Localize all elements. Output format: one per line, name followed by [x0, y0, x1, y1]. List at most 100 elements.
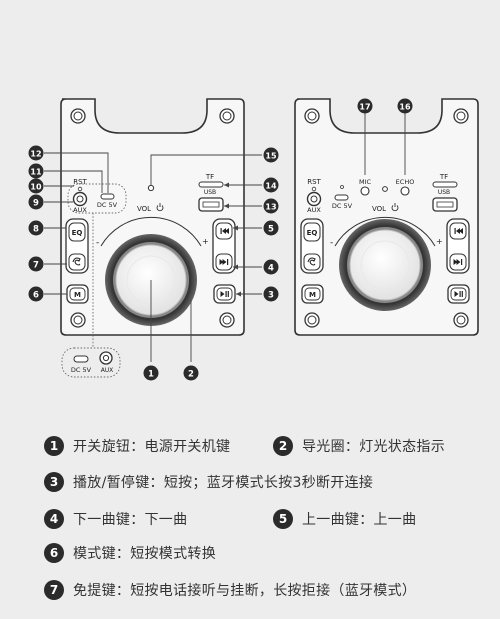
legend-text: 开关旋钮：电源开关机键: [73, 439, 231, 455]
power-icon: [391, 203, 399, 212]
bottom-port-outline: [61, 347, 121, 378]
legend-item-3: 3 播放/暂停键：短按；蓝牙模式长按3秒断开连接: [44, 471, 373, 493]
callout-17: 17: [357, 98, 373, 114]
indicator-led: [147, 184, 155, 192]
mode-button[interactable]: [301, 284, 324, 304]
screw-icon: [304, 312, 320, 328]
callout-lines: [44, 152, 262, 362]
callout-14: 14: [263, 177, 279, 193]
svg-text:10: 10: [30, 183, 42, 192]
legend-badge: 1: [44, 436, 64, 456]
previous-icon: [220, 228, 229, 234]
svg-text:5: 5: [268, 225, 274, 235]
power-knob[interactable]: [349, 229, 421, 301]
dc-label: DC 5V: [332, 202, 353, 210]
legend-text: 播放/暂停键：短按；蓝牙模式长按3秒断开连接: [73, 475, 374, 491]
svg-text:7: 7: [33, 261, 39, 271]
screw-icon: [453, 108, 469, 124]
svg-text:15: 15: [265, 152, 277, 161]
aux-label: AUX: [73, 206, 87, 214]
aux-jack[interactable]: [72, 191, 88, 207]
legend-badge: 5: [273, 509, 293, 529]
aux-jack[interactable]: [306, 191, 322, 207]
eq-button[interactable]: [65, 218, 89, 274]
bottom-port-group: DC 5V AUX: [61, 347, 121, 378]
svg-text:14: 14: [265, 182, 277, 191]
bottom-aux-jack[interactable]: [99, 351, 113, 365]
usb-label: USB: [204, 189, 216, 196]
prev-next-button[interactable]: [446, 218, 470, 274]
legend-badge: 6: [44, 543, 64, 563]
legend-item-6: 6 模式键：短按模式转换: [44, 542, 216, 564]
screw-icon: [304, 108, 320, 124]
callout-9: 9: [28, 194, 44, 210]
callout-6: 6: [28, 286, 44, 302]
tf-label: TF: [439, 173, 448, 181]
left-panel: RST AUX DC 5V TF USB VOL - + EQ: [60, 98, 245, 336]
callout-11: 11: [28, 163, 44, 179]
svg-text:6: 6: [33, 291, 39, 301]
m-label: M: [74, 291, 81, 299]
mode-button[interactable]: [66, 284, 89, 304]
screw-icon: [70, 108, 86, 124]
usb-port[interactable]: [198, 197, 224, 212]
mic-knob[interactable]: [360, 186, 370, 196]
vol-minus: -: [330, 238, 333, 248]
bottom-dc-port[interactable]: [73, 355, 89, 363]
callout-12: 12: [28, 145, 44, 161]
callout-10: 10: [28, 178, 44, 194]
legend-badge: 7: [44, 580, 64, 600]
legend-item-5: 5 上一曲键：上一曲: [273, 508, 416, 530]
tf-slot[interactable]: [198, 181, 224, 188]
next-icon: [453, 259, 463, 265]
vol-plus: +: [202, 237, 209, 246]
prev-next-button[interactable]: [212, 218, 236, 274]
m-label: M: [309, 291, 316, 299]
svg-text:4: 4: [268, 264, 274, 274]
power-icon: [156, 203, 164, 212]
dc-port[interactable]: [334, 194, 349, 201]
volume-arc: [334, 216, 436, 247]
eq-label: EQ: [307, 229, 318, 237]
handsfree-icon: [72, 257, 81, 266]
port-group-outline: [67, 183, 127, 214]
legend-text: 下一曲键：下一曲: [73, 512, 188, 528]
vol-label: VOL: [372, 205, 386, 213]
svg-text:9: 9: [33, 199, 39, 209]
callout-16: 16: [397, 98, 413, 114]
vol-minus: -: [96, 238, 99, 248]
legend-text: 上一曲键：上一曲: [302, 512, 417, 528]
svg-text:16: 16: [399, 103, 411, 112]
callout-arrowheads: [224, 182, 241, 297]
handsfree-icon: [307, 257, 316, 266]
next-icon: [219, 259, 229, 265]
legend-badge: 3: [44, 472, 64, 492]
play-pause-icon: [220, 291, 229, 297]
volume-arc: [100, 216, 202, 247]
dc-port[interactable]: [100, 193, 115, 200]
eq-button[interactable]: [300, 218, 324, 274]
rst-hole[interactable]: [77, 186, 83, 192]
eq-label: EQ: [72, 229, 83, 237]
echo-knob[interactable]: [400, 186, 410, 196]
legend-badge: 2: [273, 436, 293, 456]
svg-text:3: 3: [268, 291, 274, 301]
svg-text:12: 12: [30, 150, 41, 159]
callout-2: 2: [183, 365, 199, 381]
rst-hole[interactable]: [311, 186, 317, 192]
mic-label: MIC: [359, 178, 372, 186]
legend-text: 免提键：短按电话接听与挂断，长按拒接（蓝牙模式）: [73, 583, 417, 599]
tf-slot[interactable]: [432, 181, 458, 188]
legend: 1 开关旋钮：电源开关机键 2 导光圈：灯光状态指示 3 播放/暂停键：短按；蓝…: [0, 420, 500, 619]
callout-8: 8: [28, 220, 44, 236]
callout-3: 3: [263, 286, 279, 302]
usb-port[interactable]: [432, 197, 458, 212]
screw-icon: [70, 312, 86, 328]
legend-item-1: 1 开关旋钮：电源开关机键: [44, 435, 230, 457]
svg-text:8: 8: [33, 225, 39, 235]
indicator-led: [382, 186, 388, 192]
svg-text:1: 1: [148, 370, 154, 380]
dc-label: DC 5V: [97, 201, 118, 209]
legend-badge: 4: [44, 509, 64, 529]
legend-item-2: 2 导光圈：灯光状态指示: [273, 435, 445, 457]
